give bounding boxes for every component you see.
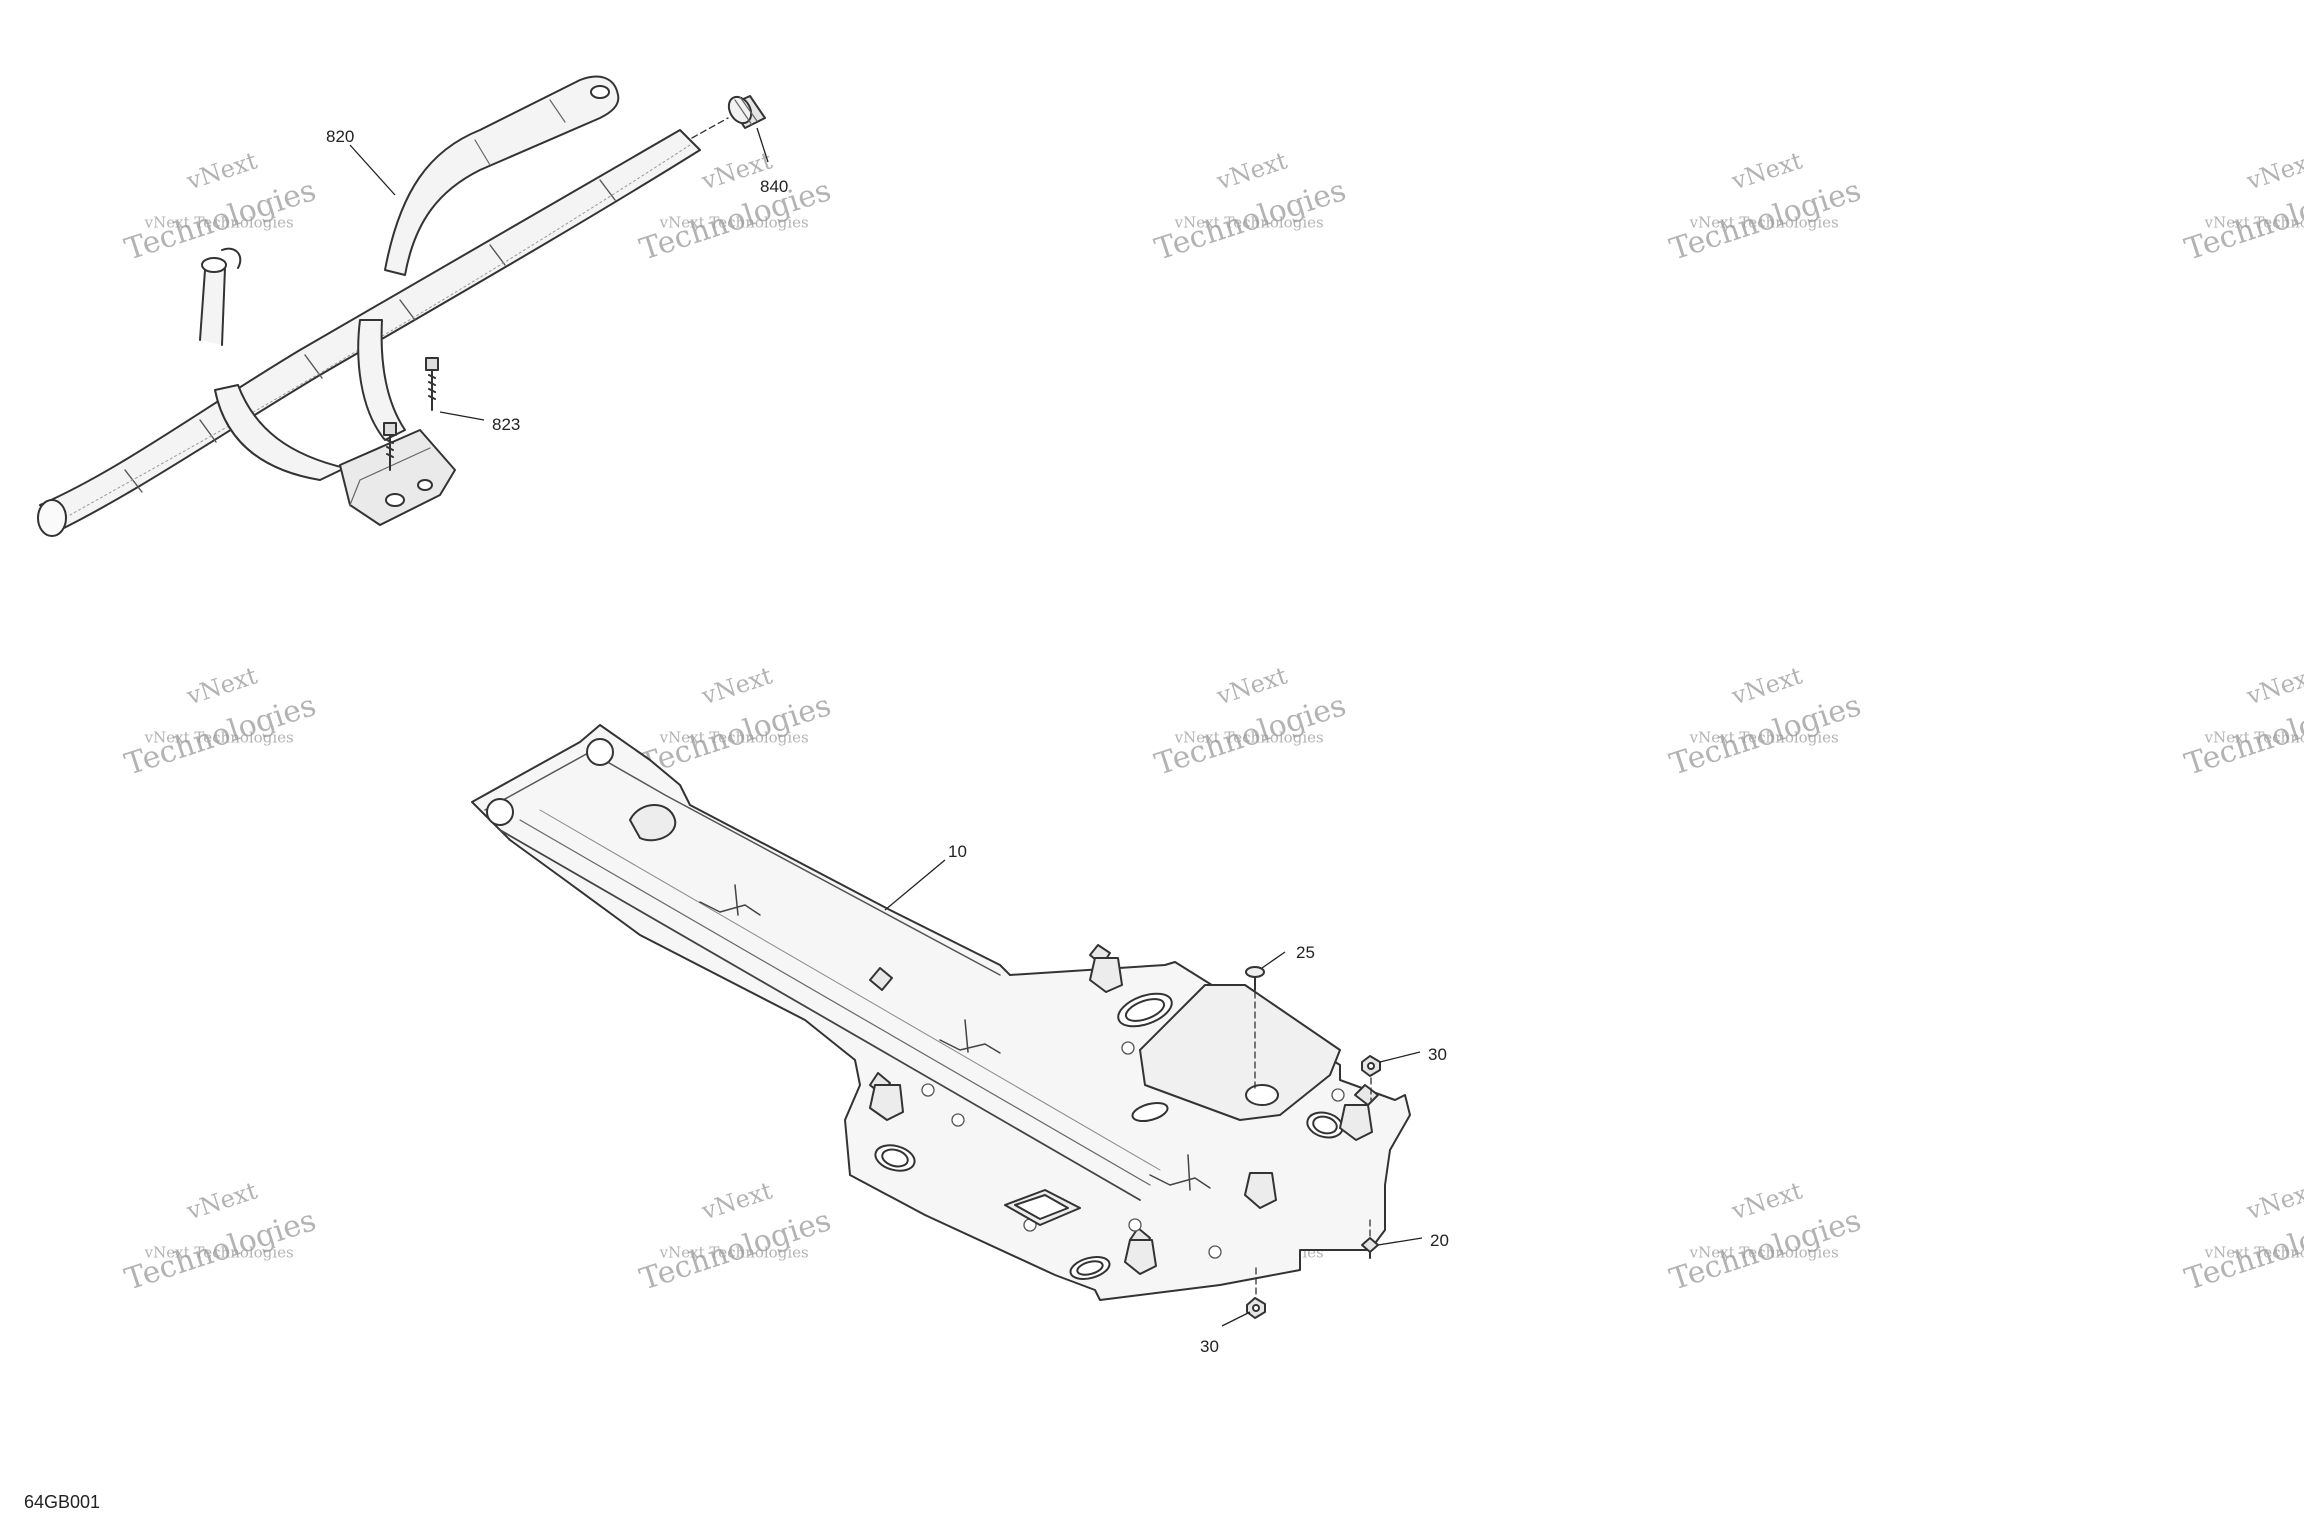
skid-plate-outline — [471, 724, 1411, 1301]
watermark-line: vNext Technologies — [659, 729, 809, 747]
watermark-line: vNext Technologies — [144, 1244, 294, 1262]
watermark-large: Technologies — [2181, 688, 2304, 783]
watermark-line: vNext Technologies — [1689, 729, 1839, 747]
watermark-line: vNext Technologies — [2204, 1244, 2304, 1262]
lower-leader-lines — [884, 859, 1423, 1327]
callout-10: 10 — [948, 842, 967, 861]
watermark-line: vNext Technologies — [1174, 214, 1324, 232]
callout-30-bottom: 30 — [1200, 1337, 1219, 1356]
watermark-small: vNext — [2242, 146, 2304, 195]
watermark-large: Technologies — [2181, 173, 2304, 268]
nut-30-top — [1361, 1055, 1381, 1077]
watermark-small: vNext — [2242, 661, 2304, 710]
plug-840 — [727, 95, 766, 129]
mount-bracket — [339, 429, 456, 526]
watermark-line: vNext Technologies — [659, 1244, 809, 1262]
handle-bar — [384, 75, 620, 276]
callout-25: 25 — [1296, 943, 1315, 962]
watermark-line: vNext Technologies — [1689, 214, 1839, 232]
bolt-823-b — [383, 422, 397, 471]
bumper-handle-assembly — [37, 75, 766, 537]
drawing-reference: 64GB001 — [24, 1492, 101, 1512]
callout-30-top: 30 — [1428, 1045, 1447, 1064]
watermark-line: vNext Technologies — [144, 214, 294, 232]
tube-end-cap — [37, 499, 67, 537]
watermark-line: vNext Technologies — [1174, 729, 1324, 747]
washer-25 — [1245, 966, 1265, 991]
rubber-mounts — [869, 957, 1373, 1275]
watermark-small: vNext — [1212, 146, 1290, 195]
skid-plate-assembly — [471, 724, 1411, 1319]
watermark-line: vNext Technologies — [2204, 214, 2304, 232]
callout-labels: 820 840 823 10 25 30 20 30 — [326, 127, 1449, 1356]
upper-leader-lines — [349, 127, 769, 421]
watermark-line: vNext Technologies — [659, 214, 809, 232]
raised-pad — [1139, 984, 1341, 1121]
callout-823: 823 — [492, 415, 520, 434]
left-hole-a — [486, 798, 514, 826]
watermark-small: vNext — [1727, 661, 1805, 710]
bolt-823-a — [425, 357, 439, 411]
callout-20: 20 — [1430, 1231, 1449, 1250]
watermark-small: vNext — [2242, 1176, 2304, 1225]
watermark-small: vNext — [182, 1176, 260, 1225]
callout-820: 820 — [326, 127, 354, 146]
watermark-small: vNext — [182, 661, 260, 710]
tow-eye — [629, 804, 677, 842]
nut-30-bottom — [1246, 1297, 1266, 1319]
watermark-large: Technologies — [2181, 1203, 2304, 1298]
watermark-small: vNext — [1727, 146, 1805, 195]
watermark-line: vNext Technologies — [1689, 1244, 1839, 1262]
watermark-line: vNext Technologies — [144, 729, 294, 747]
watermark-small: vNext — [1727, 1176, 1805, 1225]
left-hole-b — [586, 738, 614, 766]
watermark-line: vNext Technologies — [2204, 729, 2304, 747]
callout-840: 840 — [760, 177, 788, 196]
watermark-small: vNext — [697, 661, 775, 710]
watermark-small: vNext — [1212, 661, 1290, 710]
watermark-small: vNext — [182, 146, 260, 195]
watermark-small: vNext — [697, 1176, 775, 1225]
